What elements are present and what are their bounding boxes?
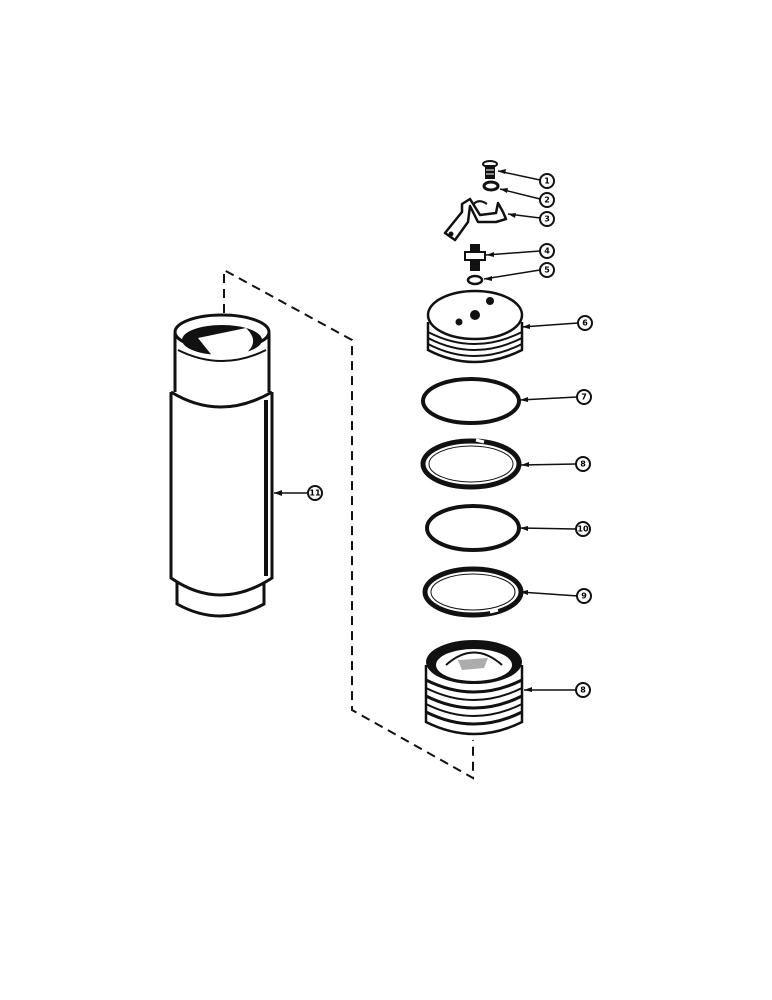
- callout-c9: 9: [576, 588, 592, 604]
- piston: [424, 640, 524, 736]
- callout-c8b: 8: [575, 682, 591, 698]
- callout-label: 10: [577, 525, 589, 534]
- cylinder-head: [426, 289, 524, 364]
- bracket: [443, 197, 508, 242]
- callout-c4: 4: [539, 243, 555, 259]
- callout-c5: 5: [539, 262, 555, 278]
- callout-label: 1: [544, 177, 550, 186]
- o-ring-head: [421, 377, 521, 425]
- callout-c1: 1: [539, 173, 555, 189]
- callout-c3: 3: [539, 211, 555, 227]
- callout-label: 4: [544, 247, 550, 256]
- lock-washer: [482, 180, 500, 192]
- callout-c2: 2: [539, 192, 555, 208]
- leader-arrowheads: [274, 169, 532, 692]
- callout-c8a: 8: [575, 456, 591, 472]
- o-ring-middle: [425, 504, 521, 552]
- callout-c10: 10: [575, 521, 591, 537]
- callout-label: 6: [582, 319, 588, 328]
- fitting: [464, 244, 486, 271]
- cap-screw: [482, 160, 498, 179]
- callout-label: 3: [544, 215, 550, 224]
- cylinder-tube: [169, 313, 274, 618]
- callout-c7: 7: [576, 389, 592, 405]
- assembly-dashed-line: [223, 268, 474, 780]
- callout-label: 8: [580, 460, 586, 469]
- backup-ring-upper: [420, 438, 522, 490]
- callout-c6: 6: [577, 315, 593, 331]
- callout-label: 8: [580, 686, 586, 695]
- backup-ring-lower: [422, 566, 524, 618]
- callout-label: 2: [544, 196, 550, 205]
- callout-label: 9: [581, 592, 587, 601]
- callout-c11: 11: [307, 485, 323, 501]
- callout-label: 11: [309, 489, 321, 498]
- callout-label: 5: [544, 266, 550, 275]
- leader-lines: [274, 170, 579, 691]
- callout-label: 7: [581, 393, 587, 402]
- o-ring-small: [466, 274, 484, 286]
